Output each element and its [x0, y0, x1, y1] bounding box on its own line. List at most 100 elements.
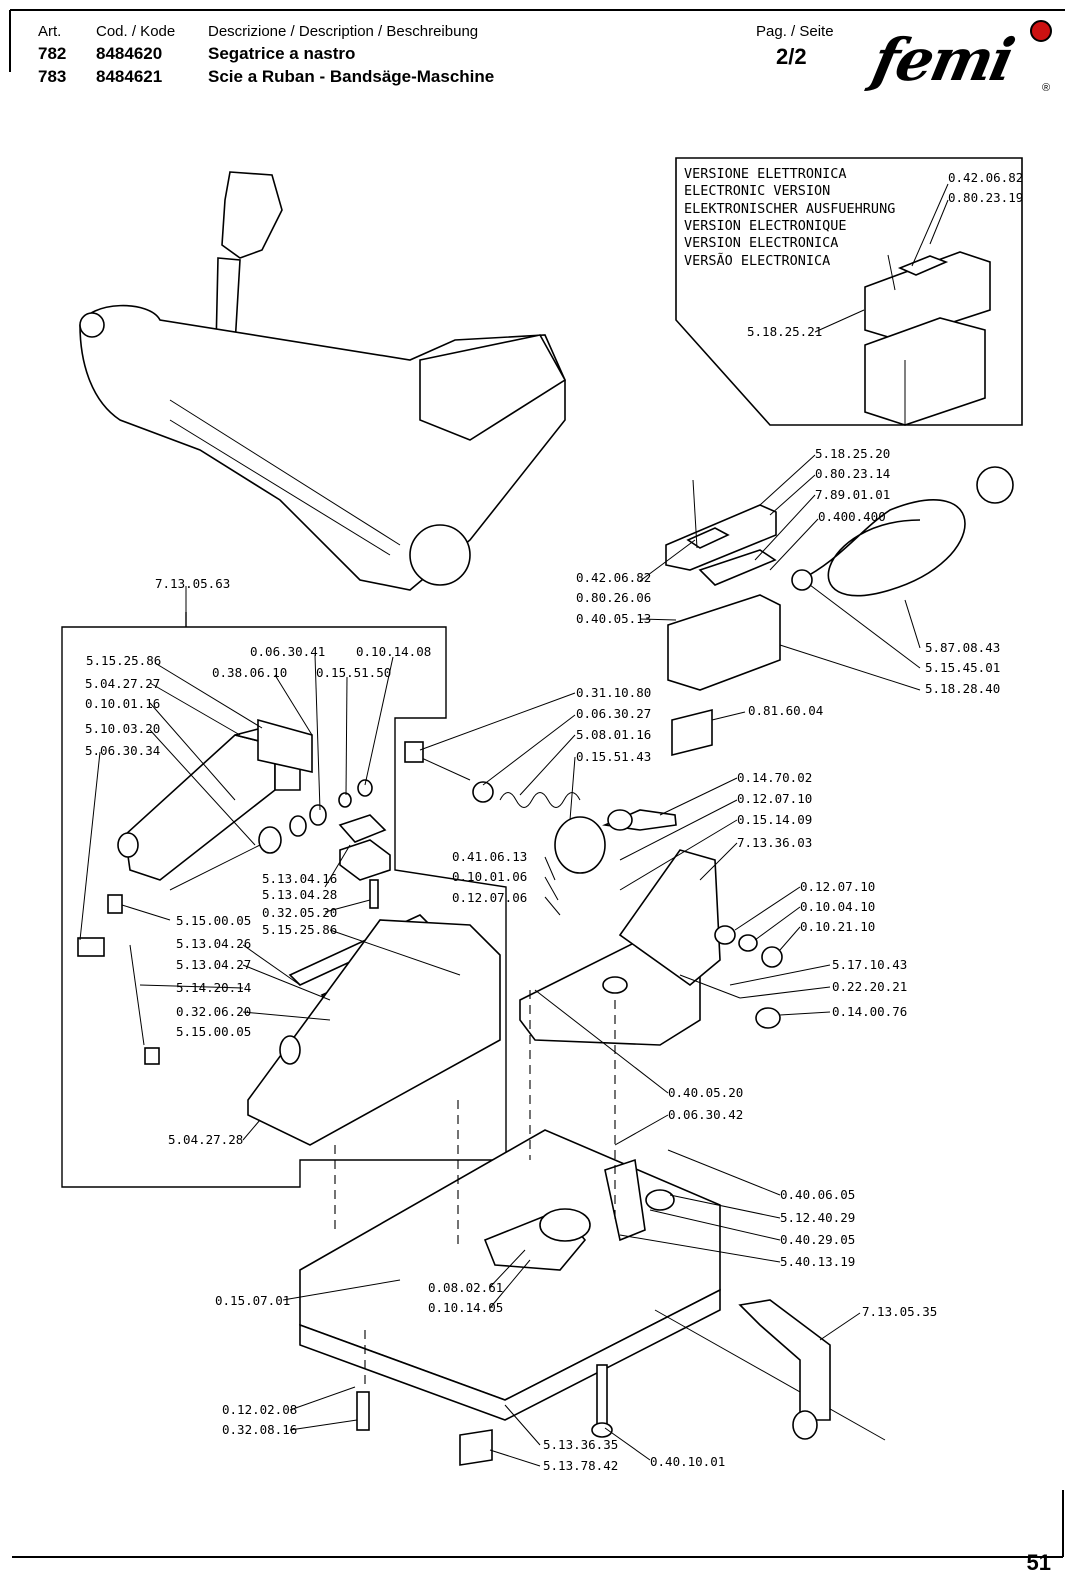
code-8484620: 8484620 — [96, 44, 163, 63]
part-label: 5.14.20.14 — [176, 980, 251, 995]
leader-inset-1 — [911, 183, 949, 267]
inset-line-1: VERSIONE ELETTRONICA — [684, 166, 847, 182]
inset-part-0-80-23-19: 0.80.23.19 — [948, 190, 1023, 205]
power-plug — [976, 466, 1014, 504]
part-label: 0.42.06.82 — [576, 570, 651, 585]
desc-row-1: Segatrice a nastro — [208, 44, 356, 63]
spring-arm-parts — [404, 741, 783, 1046]
art-782: 782 — [38, 44, 67, 63]
part-label: 7.89.01.01 — [815, 487, 890, 502]
code-8484621: 8484621 — [96, 67, 163, 86]
part-label: 0.10.14.05 — [428, 1300, 503, 1315]
part-label: 0.08.02.61 — [428, 1280, 503, 1295]
part-label: 0.15.14.09 — [737, 812, 812, 827]
base-plate-side — [299, 1288, 721, 1421]
art-783: 783 — [38, 67, 67, 86]
part-label: 5.08.01.16 — [576, 727, 651, 742]
inset-switch-module — [864, 251, 991, 426]
part-label: 5.10.03.20 — [85, 721, 160, 736]
part-label: 5.15.00.05 — [176, 1024, 251, 1039]
part-label: 5.06.30.34 — [85, 743, 160, 758]
pivot-arm — [618, 849, 721, 987]
part-label: 0.12.02.08 — [222, 1402, 297, 1417]
part-label: 5.15.25.86 — [86, 653, 161, 668]
desc-row-2: Scie a Ruban - Bandsäge-Maschine — [208, 67, 495, 86]
part-label: 5.13.04.26 — [176, 936, 251, 951]
part-label: 0.14.00.76 — [832, 1004, 907, 1019]
part-label: 7.13.05.35 — [862, 1304, 937, 1319]
part-label: 5.13.04.27 — [176, 957, 251, 972]
part-label: 5.13.36.35 — [543, 1437, 618, 1452]
inset-box — [675, 157, 1023, 426]
part-label: 0.06.30.41 — [250, 644, 325, 659]
part-label: 5.04.27.28 — [168, 1132, 243, 1147]
inset-line-6: VERSÃO ELECTRONICA — [684, 252, 830, 269]
part-label: 0.40.29.05 — [780, 1232, 855, 1247]
leader-inset-3 — [814, 309, 865, 333]
brand-dot-icon — [1030, 20, 1052, 42]
part-label: 0.10.21.10 — [800, 919, 875, 934]
vise-nut-plate — [338, 814, 387, 843]
inset-text: VERSIONE ELETTRONICA ELECTRONIC VERSION … — [684, 166, 1023, 339]
part-label: 0.32.06.20 — [176, 1004, 251, 1019]
switch-box — [667, 594, 781, 691]
part-label: 5.18.28.40 — [925, 681, 1000, 696]
vise-parts — [77, 718, 501, 1146]
inset-part-5-18-25-21: 5.18.25.21 — [747, 324, 822, 339]
vise-jaw-face — [257, 718, 313, 773]
part-label: 0.38.06.10 — [212, 665, 287, 680]
part-labels: 7.13.05.63 5.15.25.86 0.38.06.10 0.06.30… — [85, 446, 1000, 1473]
hold-down-lever — [738, 1299, 831, 1421]
part-label: 5.15.00.05 — [176, 913, 251, 928]
part-label: 0.31.10.80 — [576, 685, 651, 700]
alignment-lines — [334, 990, 616, 1390]
part-label: 5.40.13.19 — [780, 1254, 855, 1269]
leader-inset-2 — [929, 199, 949, 245]
description-label: Descrizione / Description / Beschreibung — [208, 23, 479, 40]
switch-box-assembly — [665, 466, 1014, 757]
part-label: 0.10.04.10 — [800, 899, 875, 914]
part-label: 0.32.05.20 — [262, 905, 337, 920]
part-label: 0.80.23.14 — [815, 466, 890, 481]
part-label: 5.87.08.43 — [925, 640, 1000, 655]
power-cable-coil — [799, 499, 966, 597]
code-label: Cod. / Kode — [96, 23, 176, 40]
capacitor-block — [671, 708, 713, 757]
part-label: 0.400.400 — [818, 509, 886, 524]
femi-logo: femi ® — [866, 18, 1056, 98]
part-label: 5.18.25.20 — [815, 446, 890, 461]
vise-base-body — [247, 919, 501, 1146]
page-number: 51 — [1026, 1550, 1051, 1575]
cable-clamp — [791, 569, 813, 591]
inset-switch-box — [864, 317, 986, 426]
part-label: 0.10.01.16 — [85, 696, 160, 711]
part-label: 0.15.07.01 — [215, 1293, 290, 1308]
part-label: 7.13.36.03 — [737, 835, 812, 850]
page-label: Pag. / Seite — [756, 23, 834, 40]
saw-handle-grip — [221, 171, 283, 259]
part-label: 0.40.05.13 — [576, 611, 651, 626]
part-label: 0.12.07.10 — [800, 879, 875, 894]
part-label: 0.22.20.21 — [832, 979, 907, 994]
vise-screw-end — [117, 832, 139, 858]
part-label: 5.12.40.29 — [780, 1210, 855, 1225]
part-label: 0.40.05.20 — [668, 1085, 743, 1100]
part-label: 0.80.26.06 — [576, 590, 651, 605]
part-label: 0.41.06.13 — [452, 849, 527, 864]
part-label: 5.17.10.43 — [832, 957, 907, 972]
part-label: 5.13.78.42 — [543, 1458, 618, 1473]
part-label: 0.12.07.10 — [737, 791, 812, 806]
part-label: 0.14.70.02 — [737, 770, 812, 785]
part-label: 0.40.10.01 — [650, 1454, 725, 1469]
part-label: 0.06.30.42 — [668, 1107, 743, 1122]
bandsaw-assembly-illustration — [79, 171, 567, 591]
inset-line-5: VERSION ELECTRONICA — [684, 235, 838, 251]
inset-part-0-42-06-82: 0.42.06.82 — [948, 170, 1023, 185]
inset-switch-rocker — [897, 255, 949, 276]
part-label: 5.13.04.16 — [262, 871, 337, 886]
part-label: 5.13.04.28 — [262, 887, 337, 902]
part-label: 0.15.51.43 — [576, 749, 651, 764]
inset-screw — [887, 254, 896, 291]
vise-nut-block — [339, 839, 391, 881]
part-label: 0.06.30.27 — [576, 706, 651, 721]
